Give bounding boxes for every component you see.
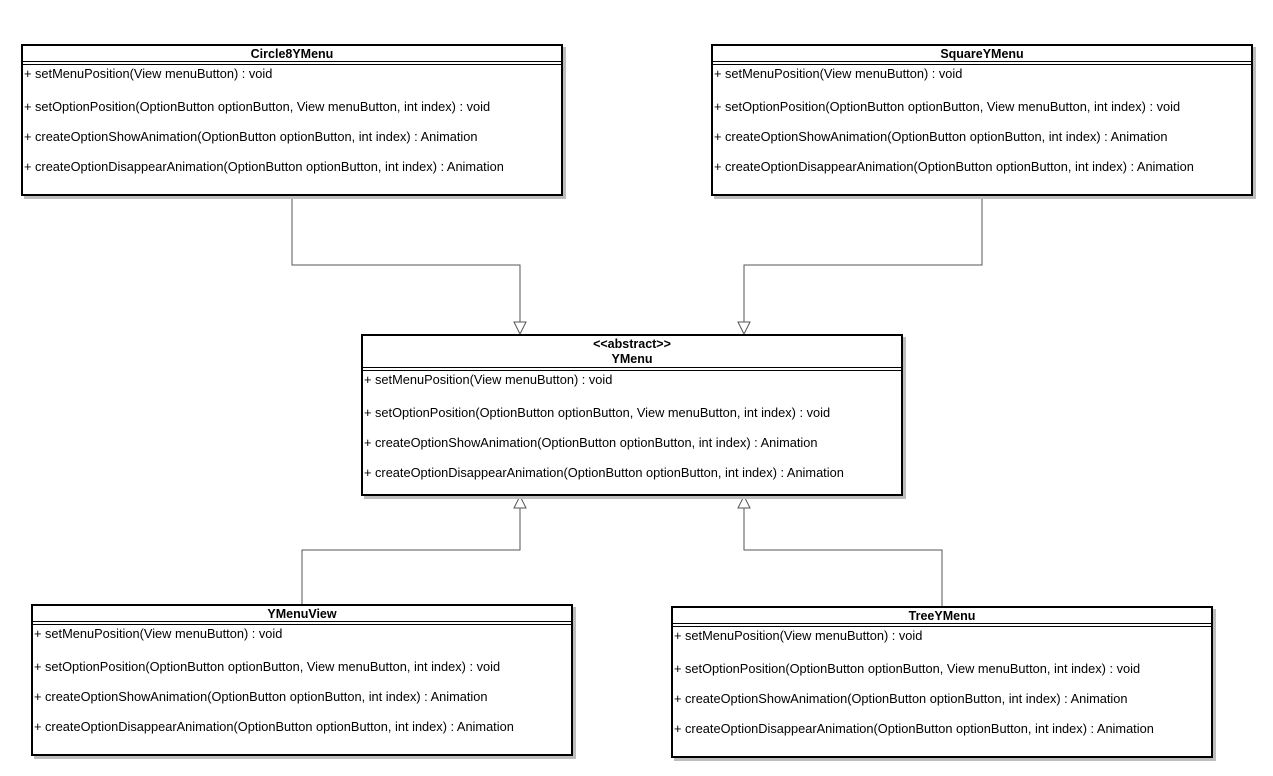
method-item: + setMenuPosition(View menuButton) : voi… [674,628,923,643]
generalization-arrowhead [737,321,751,336]
class-header: TreeYMenu [673,608,1211,627]
method-item: + setMenuPosition(View menuButton) : voi… [24,66,273,81]
generalization-arrowhead [513,494,527,509]
class-stereotype: <<abstract>> [593,337,671,351]
class-name: SquareYMenu [940,47,1024,61]
class-box-squareymenu[interactable]: SquareYMenu + setMenuPosition(View menuB… [711,44,1253,196]
class-header: SquareYMenu [713,46,1251,65]
method-list: + setMenuPosition(View menuButton) : voi… [713,65,1251,182]
generalization-arrowhead [737,494,751,509]
method-item: + createOptionShowAnimation(OptionButton… [24,129,478,144]
method-item: + setOptionPosition(OptionButton optionB… [34,659,501,674]
class-name: TreeYMenu [908,609,976,623]
class-header: YMenuView [33,606,571,625]
class-header: <<abstract>> YMenu [363,336,901,371]
class-header: Circle8YMenu [23,46,561,65]
edge-treeymenu-to-ymenu [743,508,943,607]
method-item: + createOptionDisappearAnimation(OptionB… [714,159,1194,174]
class-name: YMenu [611,352,653,366]
method-item: + createOptionShowAnimation(OptionButton… [34,689,488,704]
method-list: + setMenuPosition(View menuButton) : voi… [23,65,561,182]
class-box-circle8ymenu[interactable]: Circle8YMenu + setMenuPosition(View menu… [21,44,563,196]
method-list: + setMenuPosition(View menuButton) : voi… [363,371,901,488]
method-item: + setOptionPosition(OptionButton optionB… [364,405,831,420]
method-item: + setMenuPosition(View menuButton) : voi… [34,626,283,641]
method-item: + createOptionShowAnimation(OptionButton… [674,691,1128,706]
method-item: + createOptionDisappearAnimation(OptionB… [34,719,514,734]
class-name: Circle8YMenu [250,47,334,61]
class-box-ymenu[interactable]: <<abstract>> YMenu + setMenuPosition(Vie… [361,334,903,496]
edge-ymenuview-to-ymenu [301,508,521,605]
method-list: + setMenuPosition(View menuButton) : voi… [33,625,571,742]
edge-squareymenu-to-ymenu [743,196,983,322]
method-item: + createOptionShowAnimation(OptionButton… [714,129,1168,144]
method-list: + setMenuPosition(View menuButton) : voi… [673,627,1211,744]
generalization-arrowhead [513,321,527,336]
class-box-ymenuview[interactable]: YMenuView + setMenuPosition(View menuBut… [31,604,573,756]
class-box-treeymenu[interactable]: TreeYMenu + setMenuPosition(View menuBut… [671,606,1213,758]
method-item: + setOptionPosition(OptionButton optionB… [674,661,1141,676]
method-item: + createOptionDisappearAnimation(OptionB… [364,465,844,480]
class-name: YMenuView [267,607,337,621]
method-item: + createOptionShowAnimation(OptionButton… [364,435,818,450]
method-item: + setOptionPosition(OptionButton optionB… [714,99,1181,114]
method-item: + createOptionDisappearAnimation(OptionB… [24,159,504,174]
method-item: + setMenuPosition(View menuButton) : voi… [714,66,963,81]
edge-circle8ymenu-to-ymenu [291,196,521,322]
method-item: + setMenuPosition(View menuButton) : voi… [364,372,613,387]
method-item: + createOptionDisappearAnimation(OptionB… [674,721,1154,736]
method-item: + setOptionPosition(OptionButton optionB… [24,99,491,114]
